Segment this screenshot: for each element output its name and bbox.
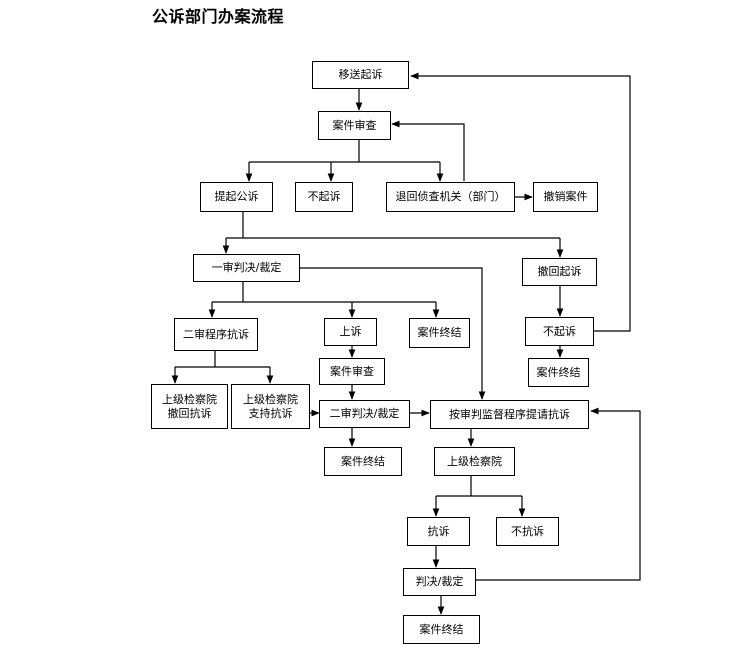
node-chexiao-anjian: 撤销案件 bbox=[533, 182, 598, 212]
node-shenpan-jiandu-kangsu: 按审判监督程序提请抗诉 bbox=[430, 400, 589, 429]
edge-shencha-branch bbox=[249, 140, 440, 163]
node-kangsu: 抗诉 bbox=[407, 517, 470, 546]
node-ershen-panjue: 二审判决/裁定 bbox=[319, 400, 410, 428]
node-shangsu: 上诉 bbox=[324, 318, 377, 346]
page-title: 公诉部门办案流程 bbox=[152, 7, 285, 26]
node-shangji-chehui-kangsu: 上级检察院 撤回抗诉 bbox=[151, 384, 228, 429]
node-yishen-panjue: 一审判决/裁定 bbox=[193, 254, 300, 282]
edge-tiqi-split bbox=[226, 212, 560, 239]
node-buqisu-2: 不起诉 bbox=[525, 317, 594, 346]
node-tuihui-zhencha: 退回侦查机关（部门） bbox=[386, 182, 515, 212]
node-anjian-zhongjie-side: 案件终结 bbox=[528, 358, 589, 387]
node-chehui-qisu: 撤回起诉 bbox=[522, 258, 597, 286]
edge-buqisu2-yisong bbox=[410, 72, 631, 332]
node-bukangsu: 不抗诉 bbox=[496, 517, 559, 546]
edge-yishen-split bbox=[212, 282, 436, 303]
edge-yishen-jiandu bbox=[300, 267, 486, 400]
node-buqisu: 不起诉 bbox=[295, 182, 353, 212]
node-shangji-zhichi-kangsu: 上级检察院 支持抗诉 bbox=[231, 384, 310, 429]
edge-shangji-split bbox=[436, 476, 522, 497]
node-anjian-shencha: 案件审查 bbox=[318, 111, 391, 140]
node-ershen-chengxu-kangsu: 二审程序抗诉 bbox=[174, 318, 258, 351]
node-anjian-shencha-2: 案件审查 bbox=[319, 358, 385, 385]
node-anjian-zhongjie-2: 案件终结 bbox=[324, 447, 402, 476]
edge-ershen-split bbox=[175, 351, 270, 368]
node-yisong-qisu: 移送起诉 bbox=[312, 61, 409, 89]
edge-panjue-jiandu bbox=[476, 407, 641, 581]
node-panjue-caiding: 判决/裁定 bbox=[403, 568, 476, 596]
node-anjian-zhongjie-3: 案件终结 bbox=[403, 615, 480, 644]
node-shangji-jianchayuan: 上级检察院 bbox=[434, 447, 515, 476]
node-tiqi-gongsu: 提起公诉 bbox=[200, 182, 273, 212]
node-anjian-zhongjie-1: 案件终结 bbox=[409, 318, 470, 348]
edge-tuihui-shencha bbox=[391, 120, 465, 181]
